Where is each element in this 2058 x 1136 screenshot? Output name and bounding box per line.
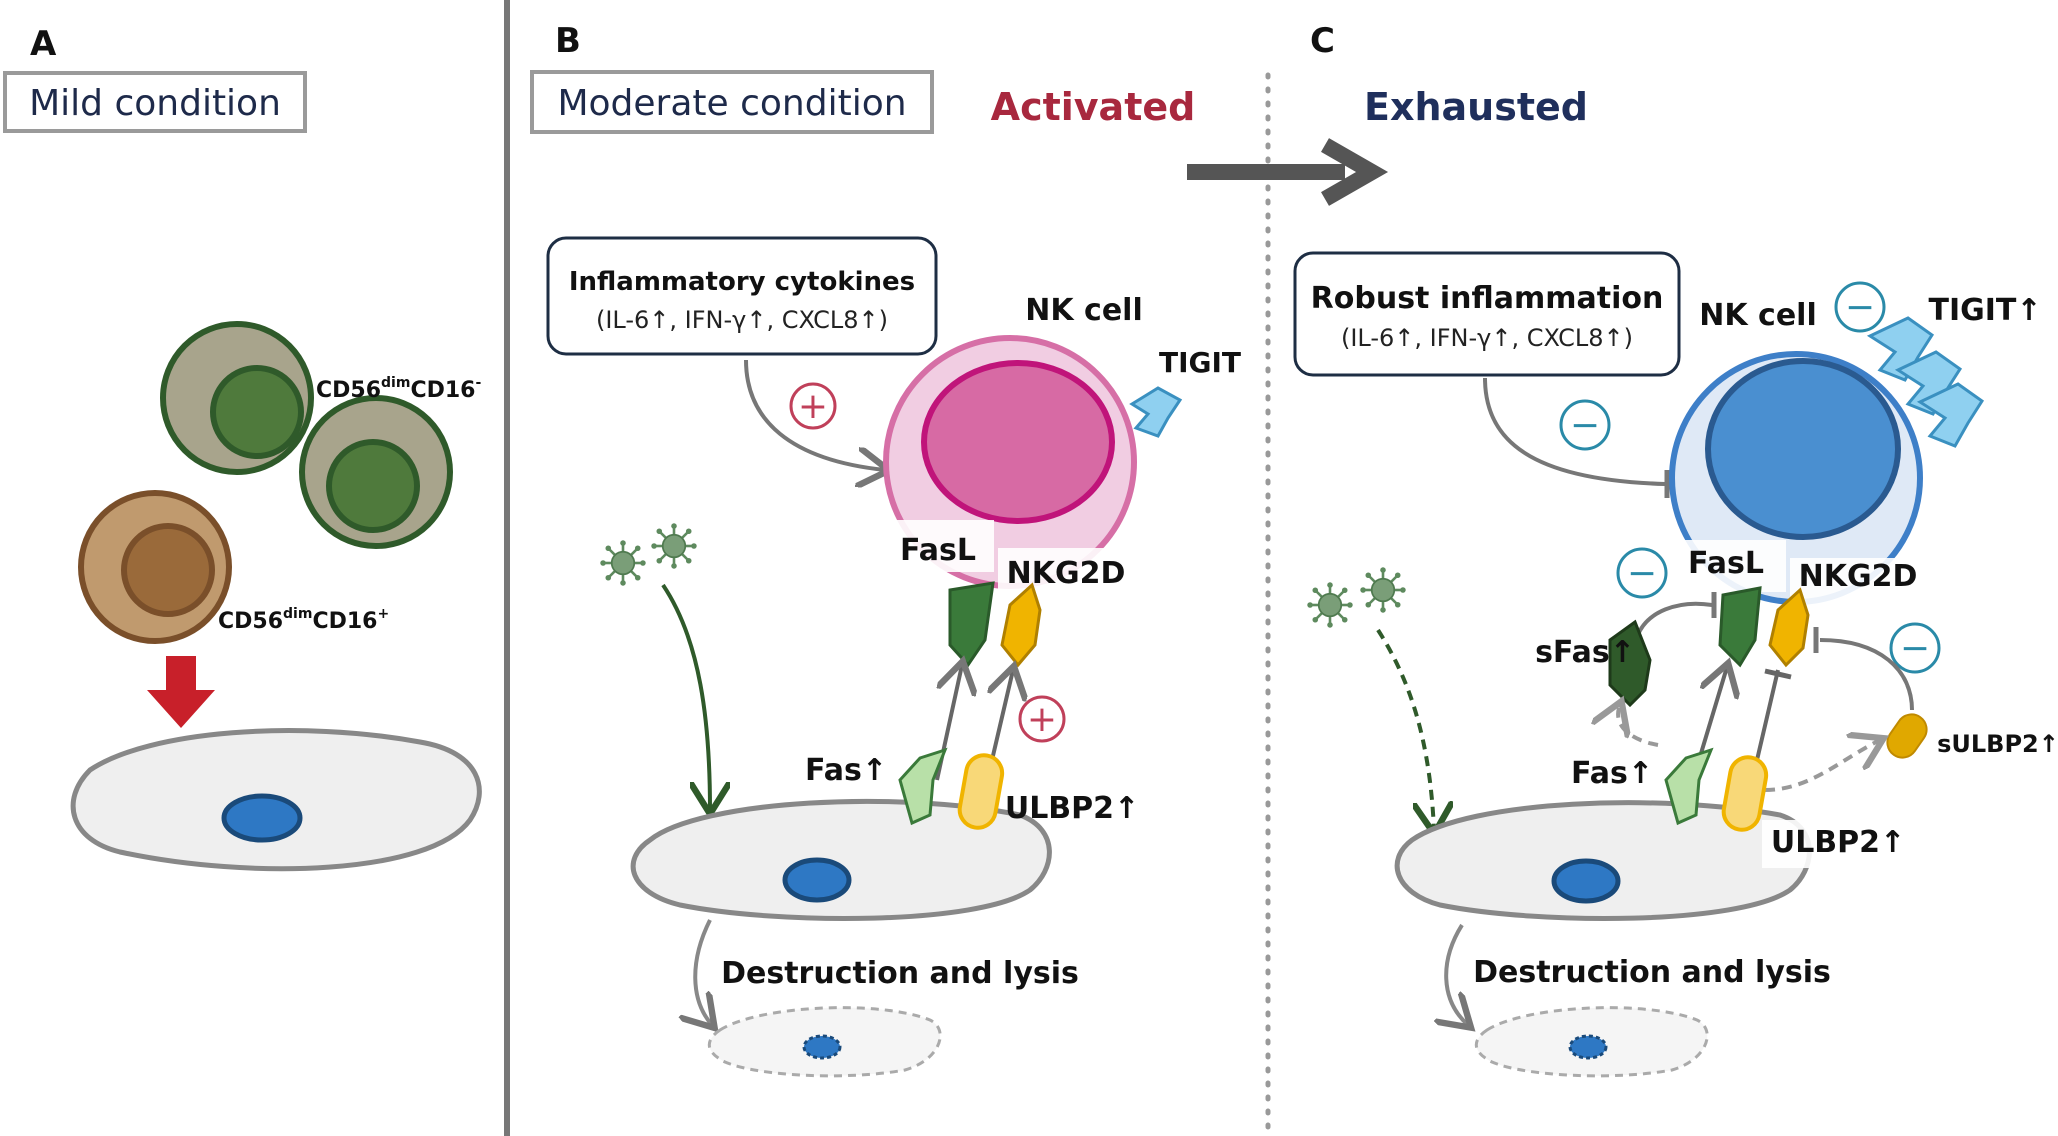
target-cell-b [630, 798, 1052, 921]
minus-symbol-2 [1616, 547, 1668, 599]
sulbp2-inhibit-line [1819, 638, 1914, 711]
lysed-nucleus-c [1568, 1034, 1608, 1060]
state-activated: Activated [991, 85, 1196, 129]
state-exhausted: Exhausted [1364, 85, 1588, 129]
fasl-label-bg-c [1682, 540, 1786, 592]
fas-label-b: Fas↑ [805, 753, 887, 788]
nkg2d-receptor-c [1768, 587, 1810, 668]
panel-c: C Exhausted Robust inflammation (IL-6↑, … [1293, 21, 2058, 1078]
nkg2d-label-b: NKG2D [1007, 556, 1126, 591]
condition-label-b: Moderate condition [557, 83, 906, 124]
panel-letter-a: A [30, 24, 57, 64]
condition-box-a [3, 71, 307, 133]
tigit-label-b: TIGIT [1159, 346, 1241, 379]
minus-text-1: − [1570, 405, 1600, 446]
sulbp2-soluble [1886, 713, 1928, 759]
target-nucleus-a [221, 793, 303, 843]
fasl-label-bg-b [890, 520, 994, 572]
panel-letter-b: B [555, 21, 581, 61]
virus-icon-b2 [649, 521, 699, 571]
tigit-receptor-c3 [1916, 382, 1985, 448]
sulbp2-label: sULBP2↑ [1937, 730, 2058, 758]
sulbp2-shedding-arrow [1764, 740, 1880, 792]
nkg2d-label-bg-c [1790, 558, 1926, 606]
virus-icon-c2 [1358, 565, 1408, 615]
minus-text-tigit: − [1845, 287, 1875, 328]
fas-receptor-b [898, 747, 948, 826]
nk-nucleus-c [1705, 358, 1901, 540]
stimulation-arrow-b [744, 359, 885, 470]
nkg2d-receptor-b [1000, 582, 1042, 668]
cd16-negative-label: CD56dimCD16- [316, 375, 481, 403]
target-nucleus-b [782, 857, 852, 903]
cytokine-sub-b: (IL-6↑, IFN-γ↑, CXCL8↑) [596, 306, 888, 334]
inflammation-box-c [1293, 251, 1681, 377]
plus-text-1: + [798, 386, 828, 427]
minus-text-2: − [1627, 553, 1657, 594]
virus-icon-b1 [598, 538, 648, 588]
ulbp2-ligand-c [1721, 755, 1769, 832]
sfas-inhibit-line [1634, 601, 1713, 641]
nk-label-b: NK cell [1025, 293, 1143, 328]
fas-receptor-c [1664, 747, 1714, 826]
fas-label-c: Fas↑ [1571, 756, 1653, 791]
fasl-receptor-c [1718, 586, 1762, 668]
lysis-arrow-b [695, 919, 712, 1025]
ulbp2-ligand-b [957, 753, 1005, 830]
destruction-label-b: Destruction and lysis [721, 956, 1079, 991]
plus-symbol-2 [1018, 695, 1066, 743]
target-cell-c [1394, 800, 1812, 921]
panel-b: B Moderate condition Activated Inflammat… [530, 21, 1389, 1078]
tigit-receptor-b [1129, 386, 1183, 438]
fasl-label-c: FasL [1688, 546, 1764, 581]
inflammation-title-c: Robust inflammation [1311, 281, 1664, 316]
ulbp2-label-b: ULBP2↑ [1005, 791, 1139, 826]
lysis-arrow-c [1446, 923, 1468, 1025]
fasl-label-b: FasL [900, 533, 976, 568]
condition-box-b [530, 70, 934, 134]
panel-a: A Mild condition CD56dimCD16- CD56dimCD1… [3, 24, 482, 872]
cd16-positive-label: CD56dimCD16+ [218, 606, 389, 634]
red-down-arrow [147, 656, 215, 728]
plus-text-2: + [1027, 699, 1057, 740]
ulbp2-label-bg-c [1762, 820, 1912, 868]
destruction-label-c: Destruction and lysis [1473, 955, 1831, 990]
target-nucleus-c [1551, 858, 1621, 904]
tigit-label-c: TIGIT↑ [1928, 293, 2041, 328]
minus-symbol-3 [1889, 622, 1941, 674]
minus-symbol-1 [1559, 399, 1611, 451]
minus-text-3: − [1900, 628, 1930, 669]
nk-label-c: NK cell [1699, 298, 1817, 333]
nkg2d-label-c: NKG2D [1799, 559, 1918, 594]
infection-arrow-c [1376, 628, 1434, 830]
cytokine-box-b [546, 236, 938, 356]
nkg2d-label-bg-b [998, 548, 1134, 596]
sfas-label: sFas↑ [1535, 635, 1635, 670]
transition-arrow-head [1321, 138, 1389, 206]
lysed-nucleus-b [802, 1034, 842, 1060]
fasl-receptor-b [948, 581, 995, 668]
ulbp2-label-c: ULBP2↑ [1771, 825, 1905, 860]
cd16-positive-cell [78, 490, 232, 644]
sfas-soluble [1608, 619, 1652, 708]
ulbp2-bar-c [1764, 668, 1792, 680]
minus-symbol-tigit [1834, 281, 1886, 333]
nk-nucleus-b [921, 360, 1115, 524]
cytokine-title-b: Inflammatory cytokines [569, 267, 915, 297]
cd16-negative-cell-2 [299, 395, 453, 549]
inflammation-sub-c: (IL-6↑, IFN-γ↑, CXCL8↑) [1341, 324, 1633, 352]
infection-arrow-b [661, 583, 710, 810]
virus-icon-c1 [1305, 580, 1355, 630]
sfas-shedding-arrow [1618, 705, 1659, 747]
condition-label-a: Mild condition [29, 83, 281, 124]
inhibition-line-c [1483, 377, 1666, 486]
panel-letter-c: C [1310, 21, 1335, 61]
plus-symbol-1 [789, 382, 837, 430]
cd16-negative-cell-1 [160, 321, 314, 475]
